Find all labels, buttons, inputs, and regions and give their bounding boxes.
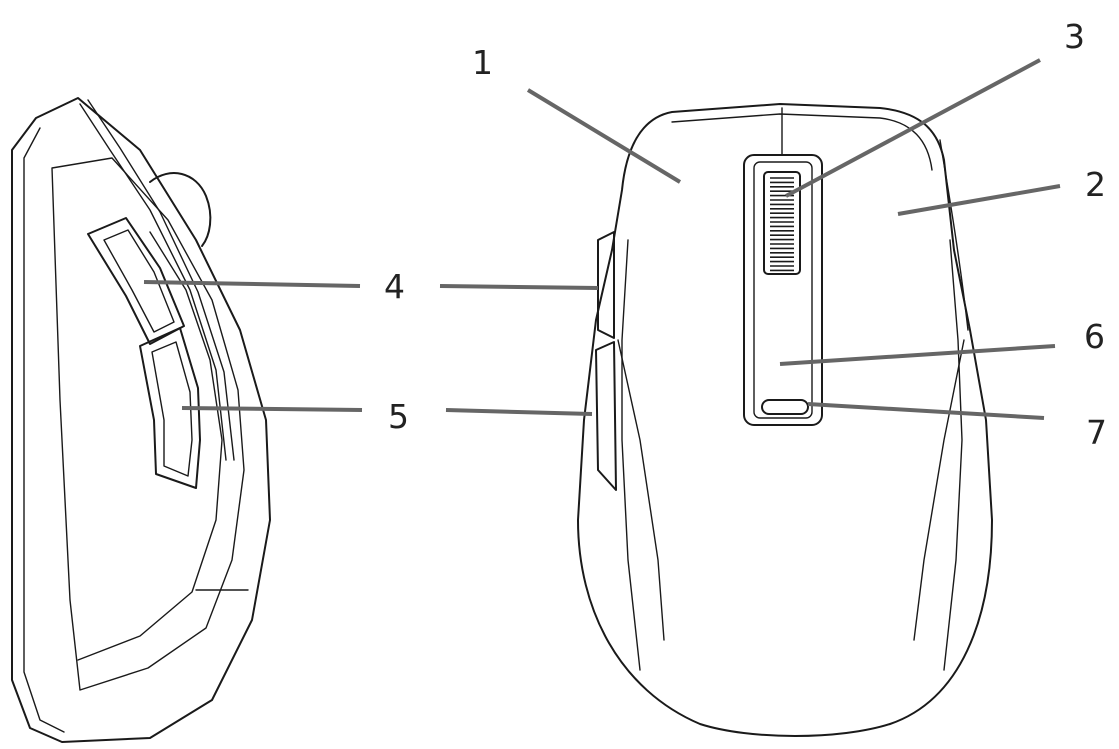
top-view-left-grip-b: [617, 339, 665, 641]
mouse-top-view: [577, 103, 993, 737]
leader-line-3: [785, 58, 1041, 198]
mouse-side-view: [11, 97, 271, 743]
callout-7: 7: [1086, 413, 1107, 452]
side-view-top-ridge-a: [79, 103, 227, 461]
dpi-indicator: [761, 399, 809, 415]
top-view-side-button-5: [595, 341, 617, 491]
side-view-outer-shell: [11, 97, 271, 743]
side-button-4-face: [103, 229, 175, 333]
callout-2: 2: [1085, 165, 1106, 204]
callout-3: 3: [1064, 17, 1085, 56]
leader-line-4-right: [439, 284, 599, 290]
top-view-outer-shell: [577, 103, 993, 737]
callout-labels: 1 2 3 4 5 6 7: [384, 17, 1107, 452]
leader-line-2: [897, 184, 1061, 216]
callout-4: 4: [384, 267, 405, 306]
leader-line-7: [807, 402, 1045, 420]
top-view-center-slot-inner: [753, 161, 813, 419]
side-view-inner-shell: [23, 127, 65, 733]
side-button-5-face: [151, 341, 193, 477]
top-view-side-button-4: [597, 231, 615, 339]
side-button-5: [139, 327, 201, 489]
leader-line-4-left: [143, 280, 361, 288]
leader-lines: [143, 58, 1061, 420]
side-view-top-ridge-b: [87, 99, 235, 461]
leader-line-1: [526, 88, 682, 184]
top-view-left-grip-a: [621, 239, 641, 671]
leader-line-5-right: [445, 408, 593, 416]
callout-1: 1: [472, 43, 493, 82]
side-view-palm-panel-inner: [77, 231, 223, 661]
top-view-right-edge-ridge: [939, 139, 969, 331]
leader-line-5-left: [181, 406, 363, 412]
side-view-palm-panel: [51, 157, 245, 691]
callout-6: 6: [1084, 317, 1105, 356]
side-view-scroll-wheel: [149, 172, 212, 247]
callout-5: 5: [388, 397, 409, 436]
scroll-wheel: [763, 171, 801, 275]
top-view-right-grip-a: [943, 239, 963, 671]
top-view-right-grip-b: [913, 339, 965, 641]
side-button-4: [87, 217, 185, 345]
leader-line-6: [779, 344, 1056, 366]
top-view-center-slot: [743, 154, 823, 426]
